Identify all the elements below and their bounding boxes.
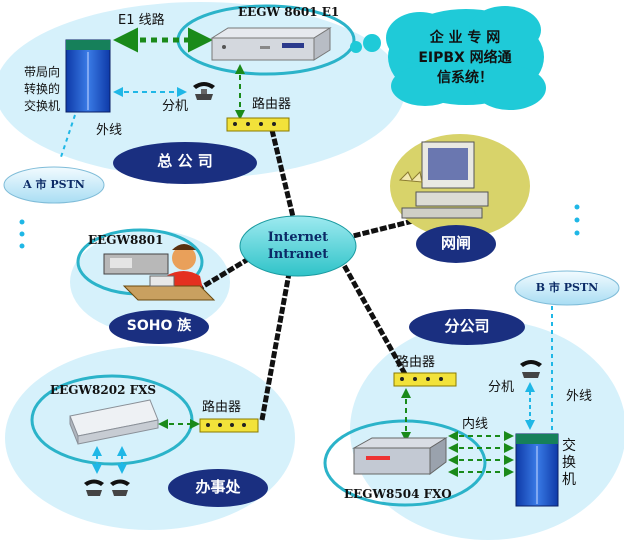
office-oval-label: 办事处 (195, 478, 241, 496)
fxo-pbx-links (448, 431, 514, 477)
pstn-b-bubble (514, 270, 620, 306)
office-halo (5, 346, 295, 530)
branch-router (393, 372, 457, 387)
internet-line-2: Intranet (267, 247, 329, 262)
hq-pbx-label: 带局向 转换的 交换机 (24, 64, 60, 115)
gateway-computer (390, 134, 530, 238)
branch-switch-char-3: 机 (562, 472, 576, 488)
eegw8504-device (352, 437, 448, 475)
office-router-label: 路由器 (202, 400, 242, 415)
eegw8601-device (210, 27, 332, 61)
internet-label: Internet Intranet (240, 229, 356, 263)
pstn-a-dots (19, 219, 25, 249)
soho-oval (109, 310, 209, 344)
pstn-a-label: A 市 PSTN (23, 178, 85, 191)
internet-hub (239, 215, 357, 277)
branch-device-label: EEGW8504 FXO (344, 487, 452, 501)
hq-pbx (65, 39, 111, 113)
branch-switch-label: 交 换 机 (562, 438, 576, 489)
cloud-line-1: 企 业 专 网 (429, 30, 501, 46)
office-phone-icon-2 (110, 479, 130, 496)
gateway-oval (416, 225, 496, 263)
branch-extension-label: 分机 (488, 380, 515, 395)
hq-pbx-label-line-2: 转换的 (24, 82, 61, 96)
branch-router-label: 路由器 (396, 355, 436, 370)
branch-switch-char-2: 换 (562, 455, 576, 471)
hq-oval (113, 142, 257, 184)
hq-phone-icon (193, 82, 215, 100)
branch-outside-line-label: 外线 (566, 389, 593, 404)
branch-inner-line-label: 内线 (462, 417, 489, 432)
gateway-label: 网闸 (440, 234, 471, 252)
branch-oval-label: 分公司 (444, 317, 490, 335)
branch-oval (409, 309, 525, 345)
eegw8202-device (69, 399, 159, 445)
branch-pbx (515, 433, 559, 507)
branch-switch-char-1: 交 (562, 438, 576, 454)
office-device-label: EEGW8202 FXS (50, 383, 157, 397)
cloud-callout (350, 6, 546, 110)
hq-extension-label: 分机 (162, 99, 189, 114)
hq-outside-line-label: 外线 (96, 123, 123, 138)
cloud-line-3: 信系统！ (437, 70, 493, 86)
pstn-b-label: B 市 PSTN (535, 281, 599, 294)
hq-device-label: EEGW 8601 E1 (238, 5, 340, 19)
office-router (199, 418, 259, 433)
pstn-a-bubble (3, 166, 105, 204)
pstn-b-dots (574, 204, 580, 236)
hq-router-label: 路由器 (252, 97, 292, 112)
internet-line-1: Internet (267, 230, 329, 245)
hq-oval-label: 总 公 司 (157, 152, 213, 170)
soho-person (103, 244, 216, 301)
office-phone-icon-1 (84, 479, 104, 496)
hq-router (226, 117, 290, 132)
hq-pbx-label-line-1: 带局向 (24, 65, 61, 79)
branch-phone-icon (520, 360, 542, 378)
soho-device-label: EEGW8801 (88, 233, 164, 247)
e1-link-label: E1 线路 (118, 13, 165, 28)
office-oval (168, 469, 268, 507)
hq-pbx-label-line-3: 交换机 (24, 99, 61, 113)
soho-oval-label: SOHO 族 (126, 318, 192, 334)
cloud-text: 企 业 专 网 EIPBX 网络通 信系统！ (400, 28, 530, 88)
cloud-line-2: EIPBX 网络通 (418, 50, 512, 66)
